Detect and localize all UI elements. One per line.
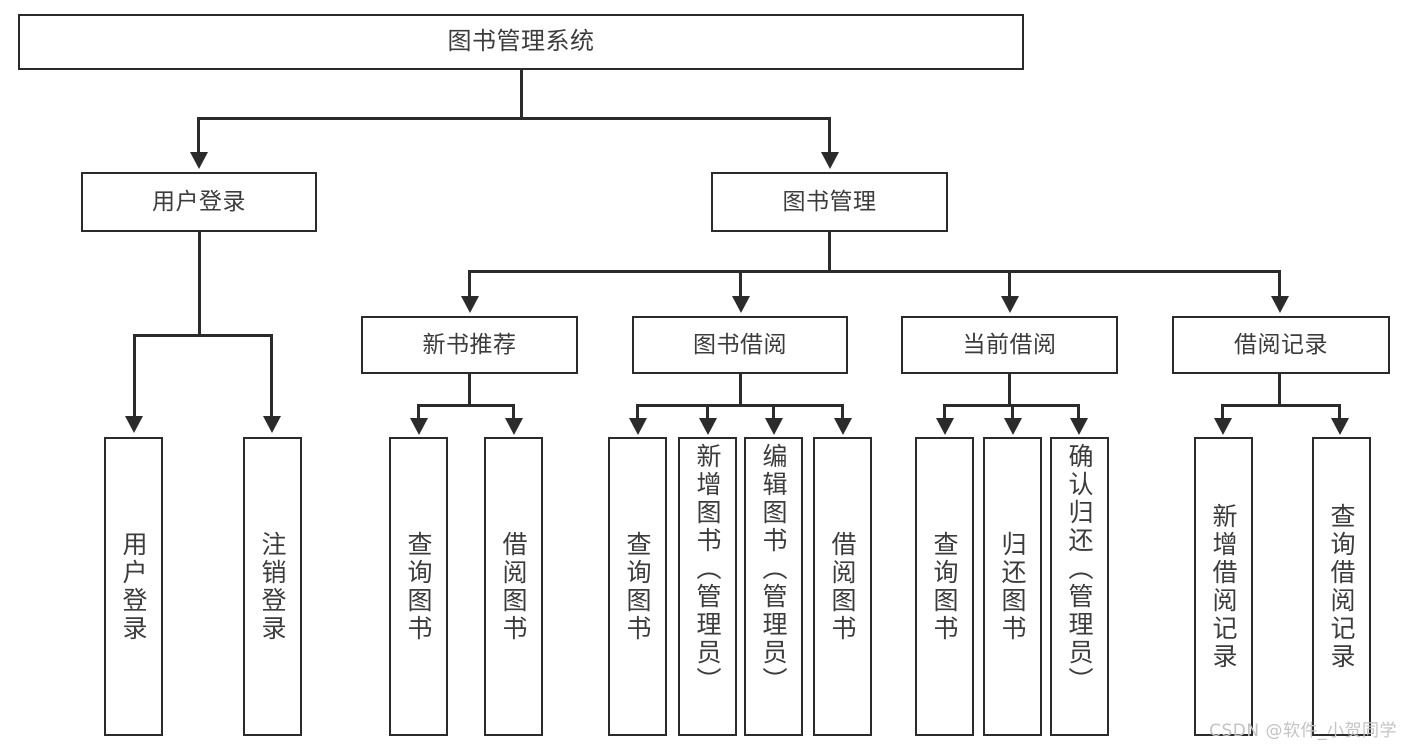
connector-book-borrow-leaf-1	[636, 404, 639, 420]
arrow-to-borrow-record	[1271, 296, 1289, 313]
connector-borrow-record-leaf-1	[1221, 404, 1224, 420]
node-book-manage[interactable]: 图书管理	[711, 172, 948, 232]
connector-new-book-rec-bus	[417, 404, 515, 407]
connector-book-manage-bus	[468, 270, 1280, 273]
connector-borrow-record-bus	[1221, 404, 1341, 407]
watermark-text: CSDN @软件_小贺同学	[1209, 721, 1397, 741]
arrow-new-book-rec-leaf-1	[410, 418, 428, 435]
node-user-login[interactable]: 用户登录	[81, 172, 317, 232]
node-label: 确认归还（管理员）	[1065, 443, 1094, 695]
connector-borrow-record-leaf-2	[1338, 404, 1341, 420]
node-label: 新书推荐	[422, 331, 517, 358]
connector-current-borrow-leaf-3	[1077, 404, 1080, 420]
node-leaf-confirm-return-admin[interactable]: 确认归还（管理员）	[1050, 437, 1109, 736]
arrow-root-to-book-manage	[821, 152, 839, 169]
node-leaf-add-borrow-record[interactable]: 新增借阅记录	[1194, 437, 1253, 736]
connector-current-borrow-stem	[1008, 374, 1011, 406]
arrow-borrow-record-leaf-1	[1214, 418, 1232, 435]
node-leaf-add-book-admin[interactable]: 新增图书（管理员）	[678, 437, 737, 736]
node-label: 借阅图书	[499, 530, 528, 643]
node-label: 注销登录	[258, 530, 287, 643]
node-label: 新增图书（管理员）	[693, 443, 722, 695]
connector-book-borrow-leaf-4	[841, 404, 844, 420]
connector-to-new-book-rec	[468, 270, 471, 298]
node-borrow-record[interactable]: 借阅记录	[1172, 316, 1390, 374]
connector-new-book-rec-leaf-2	[512, 404, 515, 420]
arrow-user-login-leaf-2	[263, 416, 281, 433]
connector-root-stem	[520, 70, 523, 119]
node-label: 图书借阅	[693, 331, 787, 358]
arrow-book-borrow-leaf-1	[629, 418, 647, 435]
connector-root-to-book-manage	[828, 117, 831, 154]
connector-book-manage-stem	[828, 232, 831, 272]
node-new-book-rec[interactable]: 新书推荐	[361, 316, 578, 374]
arrow-book-borrow-leaf-3	[765, 418, 783, 435]
arrow-current-borrow-leaf-2	[1004, 418, 1022, 435]
connector-book-borrow-bus	[636, 404, 844, 407]
arrow-user-login-leaf-1	[125, 416, 143, 433]
node-leaf-return-book[interactable]: 归还图书	[983, 437, 1042, 736]
connector-book-borrow-leaf-3	[772, 404, 775, 420]
node-leaf-borrow-book[interactable]: 借阅图书	[813, 437, 872, 736]
node-label: 编辑图书（管理员）	[759, 443, 788, 695]
node-label: 查询图书	[930, 530, 959, 643]
node-current-borrow[interactable]: 当前借阅	[901, 316, 1118, 374]
arrow-new-book-rec-leaf-2	[505, 418, 523, 435]
node-label: 用户登录	[152, 188, 246, 215]
arrow-to-new-book-rec	[461, 296, 479, 313]
connector-book-borrow-leaf-2	[706, 404, 709, 420]
connector-user-login-stem	[198, 232, 201, 336]
node-leaf-query-book-current[interactable]: 查询图书	[915, 437, 974, 736]
node-leaf-borrow-book-rec[interactable]: 借阅图书	[484, 437, 543, 736]
connector-new-book-rec-leaf-1	[417, 404, 420, 420]
node-label: 图书管理	[782, 188, 877, 215]
connector-user-login-leaf-2	[270, 334, 273, 418]
node-leaf-query-borrow-record[interactable]: 查询借阅记录	[1312, 437, 1371, 736]
node-label: 当前借阅	[962, 331, 1057, 358]
connector-root-to-user-login	[197, 117, 200, 154]
node-label: 借阅记录	[1234, 331, 1328, 358]
node-label: 查询图书	[404, 530, 433, 643]
connector-current-borrow-leaf-1	[943, 404, 946, 420]
node-label: 查询借阅记录	[1327, 502, 1356, 671]
node-leaf-logout[interactable]: 注销登录	[243, 437, 302, 736]
arrow-book-borrow-leaf-2	[699, 418, 717, 435]
node-label: 借阅图书	[828, 530, 857, 643]
connector-to-borrow-record	[1278, 270, 1281, 298]
arrow-current-borrow-leaf-3	[1070, 418, 1088, 435]
node-leaf-query-book-borrow[interactable]: 查询图书	[608, 437, 667, 736]
node-label: 图书管理系统	[447, 27, 595, 56]
connector-current-borrow-leaf-2	[1011, 404, 1014, 420]
node-leaf-user-login[interactable]: 用户登录	[104, 437, 163, 736]
connector-book-borrow-stem	[739, 374, 742, 406]
node-label: 查询图书	[623, 530, 652, 643]
connector-user-login-bus	[133, 334, 273, 337]
connector-borrow-record-stem	[1278, 374, 1281, 406]
node-root-system[interactable]: 图书管理系统	[18, 14, 1024, 70]
arrow-to-book-borrow	[732, 296, 750, 313]
arrow-book-borrow-leaf-4	[834, 418, 852, 435]
node-leaf-query-book-rec[interactable]: 查询图书	[389, 437, 448, 736]
arrow-root-to-user-login	[190, 152, 208, 169]
connector-new-book-rec-stem	[468, 374, 471, 406]
node-label: 用户登录	[119, 530, 148, 643]
arrow-current-borrow-leaf-1	[936, 418, 954, 435]
arrow-borrow-record-leaf-2	[1331, 418, 1349, 435]
node-leaf-edit-book-admin[interactable]: 编辑图书（管理员）	[744, 437, 803, 736]
connector-to-current-borrow	[1008, 270, 1011, 298]
connector-root-bus	[197, 117, 831, 120]
connector-user-login-leaf-1	[133, 334, 136, 418]
node-label: 归还图书	[998, 530, 1027, 643]
node-book-borrow[interactable]: 图书借阅	[632, 316, 848, 374]
node-label: 新增借阅记录	[1209, 502, 1238, 671]
arrow-to-current-borrow	[1001, 296, 1019, 313]
connector-to-book-borrow	[739, 270, 742, 298]
